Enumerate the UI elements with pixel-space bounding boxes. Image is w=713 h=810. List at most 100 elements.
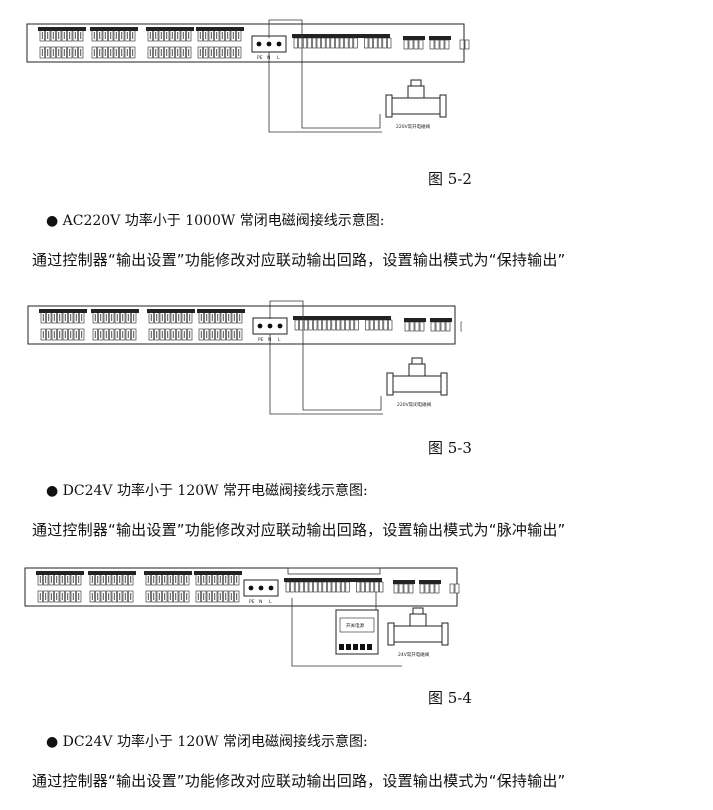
figure-caption: 图 5-2 [428, 170, 472, 188]
loop-terminal-group [36, 571, 84, 603]
supply-terminal [353, 644, 358, 650]
power-label: N [259, 599, 262, 605]
figure-caption: 图 5-3 [428, 439, 472, 457]
section-paragraph: 通过控制器“输出设置”功能修改对应联动输出回路，设置输出模式为“脉冲输出” [32, 521, 566, 539]
output-terminal-pin [354, 319, 359, 331]
output-terminal-pin [368, 37, 373, 49]
valve-flange-right [439, 94, 447, 118]
aux-terminal-pin [439, 39, 445, 50]
power-terminal-dot [248, 585, 254, 591]
aux-terminal-pin [459, 39, 465, 50]
output-terminal-pin [356, 581, 361, 593]
aux-terminal-header [430, 318, 452, 322]
output-terminal-pin [336, 319, 341, 331]
aux-terminal-header [393, 580, 415, 584]
bullet-icon: ● [46, 483, 59, 499]
loop-terminal-group [38, 27, 86, 59]
aux-terminal-header [404, 318, 426, 322]
section-title: ● AC220V 功率小于 1000W 常闭电磁阀接线示意图: [46, 210, 384, 230]
terminal-header [197, 309, 245, 313]
output-terminal-pin [388, 319, 393, 331]
valve-coil [407, 85, 425, 99]
aux-terminal-pin [430, 321, 436, 332]
output-terminal-pin [322, 581, 327, 593]
power-terminal-dot [266, 41, 272, 47]
aux-terminal-pin [429, 583, 435, 594]
aux-terminal-pin [403, 39, 409, 50]
aux-terminal-header [403, 36, 425, 40]
output-terminal-pin [378, 319, 384, 331]
valve-label: 220V常开电磁阀 [396, 123, 431, 130]
loop-terminal-group [147, 309, 195, 341]
aux-terminal-pin [434, 583, 440, 594]
aux-terminal-pin [409, 321, 415, 332]
aux-terminal-pin [404, 321, 410, 332]
output-terminal-pin [299, 581, 304, 593]
aux-terminal-pin [449, 583, 455, 594]
valve-coil [408, 363, 426, 377]
aux-terminal-pin [460, 321, 462, 332]
wire [269, 300, 304, 321]
output-terminal-header [293, 316, 391, 320]
terminal-header [39, 309, 87, 313]
output-terminal-pin [308, 581, 313, 593]
power-terminal-dot [256, 41, 262, 47]
loop-terminal-group [197, 309, 245, 341]
solenoid-valve-icon: 220V常开电磁阀 [385, 79, 447, 130]
loop-terminal-group [194, 571, 242, 603]
output-terminal-pin [293, 37, 298, 49]
supply-terminal [360, 644, 365, 650]
aux-terminal-header [429, 36, 451, 40]
wire [287, 567, 381, 575]
output-terminal-pin [345, 319, 350, 331]
output-terminal-pin [290, 581, 295, 593]
loop-terminal-group [90, 27, 138, 59]
terminal-header [144, 571, 192, 575]
aux-terminal-pin [445, 321, 451, 332]
valve-pipe [391, 625, 445, 643]
terminal-header [146, 27, 194, 31]
terminal-header [38, 27, 86, 31]
aux-terminal-pin [408, 583, 414, 594]
output-terminal-pin [374, 581, 379, 593]
power-terminal-dot [267, 323, 273, 329]
bullet-icon: ● [46, 213, 59, 229]
aux-terminal-pin [398, 583, 404, 594]
section-title: ● DC24V 功率小于 120W 常闭电磁阀接线示意图: [46, 731, 368, 751]
aux-terminal-pin [424, 583, 430, 594]
output-terminal-pin [302, 37, 308, 49]
aux-terminal-pin [414, 321, 420, 332]
aux-terminal-pin [418, 39, 424, 50]
aux-terminal-pin [419, 321, 425, 332]
output-terminal-pin [321, 37, 326, 49]
section-paragraph: 通过控制器“输出设置”功能修改对应联动输出回路，设置输出模式为“保持输出” [32, 251, 566, 269]
power-terminal-dot [258, 585, 264, 591]
supply-terminal [367, 644, 372, 650]
power-label: L [277, 55, 280, 61]
wire [268, 52, 382, 133]
output-terminal-pin [325, 37, 331, 49]
valve-cap [411, 357, 423, 365]
aux-terminal-pin [429, 39, 435, 50]
wire [291, 598, 402, 667]
power-label: L [278, 337, 281, 343]
output-terminal-pin [317, 581, 323, 593]
output-terminal-pin [313, 581, 318, 593]
valve-flange-left [387, 622, 395, 646]
output-terminal-pin [303, 319, 309, 331]
supply-label: 开关电源 [346, 622, 364, 629]
output-terminal-pin [360, 581, 365, 593]
section-title-text: DC24V 功率小于 120W 常闭电磁阀接线示意图: [62, 734, 368, 750]
terminal-header [91, 309, 139, 313]
output-terminal-pin [344, 37, 349, 49]
loop-terminal-group [39, 309, 87, 341]
output-terminal-pin [285, 581, 290, 593]
output-terminal-pin [316, 37, 321, 49]
terminal-header [196, 27, 244, 31]
output-terminal-pin [387, 37, 392, 49]
supply-label-box [339, 617, 375, 633]
terminal-header [36, 571, 84, 575]
output-terminal-pin [308, 319, 313, 331]
aux-terminal-pin [464, 39, 470, 50]
